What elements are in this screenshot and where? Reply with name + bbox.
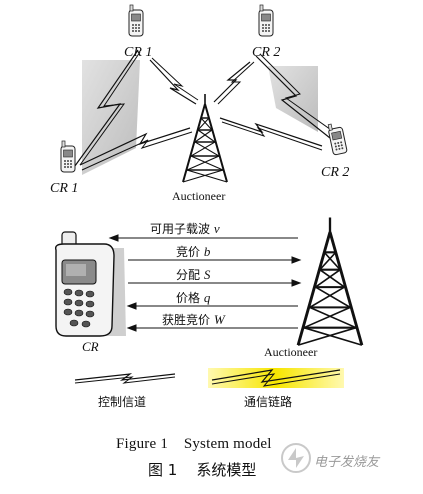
legend-comm-link-symbol: [211, 369, 341, 383]
auctioneer-top-label: Auctioneer: [172, 189, 226, 203]
msg-price: 价格 q: [176, 290, 211, 305]
caption-chinese: 图 1 系统模型: [148, 461, 257, 479]
cr1-bottom-phone-icon: [60, 140, 76, 173]
cr-lower-label: CR: [82, 339, 99, 354]
msg-bid: 竞价 b: [176, 244, 211, 259]
cr2-bottom-label: CR 2: [321, 165, 350, 180]
cr2-top-phone-icon: [258, 4, 274, 37]
cr2-top-label: CR 2: [252, 45, 281, 60]
cr1-top-phone-icon: [128, 4, 144, 37]
watermark-logo-icon: [281, 443, 311, 473]
msg-winning-bid: 获胜竞价 W: [162, 312, 225, 327]
caption-english: Figure 1 System model: [116, 436, 272, 452]
legend-control-channel-symbol: [74, 373, 176, 381]
cr-lower-phone-icon: [54, 231, 115, 337]
cr1-top-label: CR 1: [124, 45, 153, 60]
msg-available-subcarrier: 可用子载波 v: [150, 221, 220, 236]
watermark-text: 电子发烧友: [314, 455, 380, 470]
auctioneer-lower-tower-icon: [296, 216, 364, 347]
link-cr2-top-to-cr2-bottom: [255, 55, 331, 139]
link-cr1-bottom-to-auctioneer: [79, 127, 191, 166]
auctioneer-top-tower-icon: [182, 93, 228, 183]
link-cr1-top-to-auctioneer: [149, 59, 197, 105]
shadow-panel-right: [268, 66, 318, 132]
msg-allocation: 分配 S: [176, 267, 211, 282]
auctioneer-lower-label: Auctioneer: [264, 345, 318, 359]
legend-control-channel-label: 控制信道: [98, 395, 147, 409]
shadow-panel-left: [82, 60, 140, 175]
link-cr2-top-to-auctioneer: [213, 61, 251, 103]
legend-comm-link-label: 通信链路: [244, 395, 293, 409]
legend-comm-link-highlight: [208, 368, 344, 388]
cr1-bottom-label: CR 1: [50, 181, 79, 196]
cr2-bottom-phone-icon: [326, 121, 348, 156]
